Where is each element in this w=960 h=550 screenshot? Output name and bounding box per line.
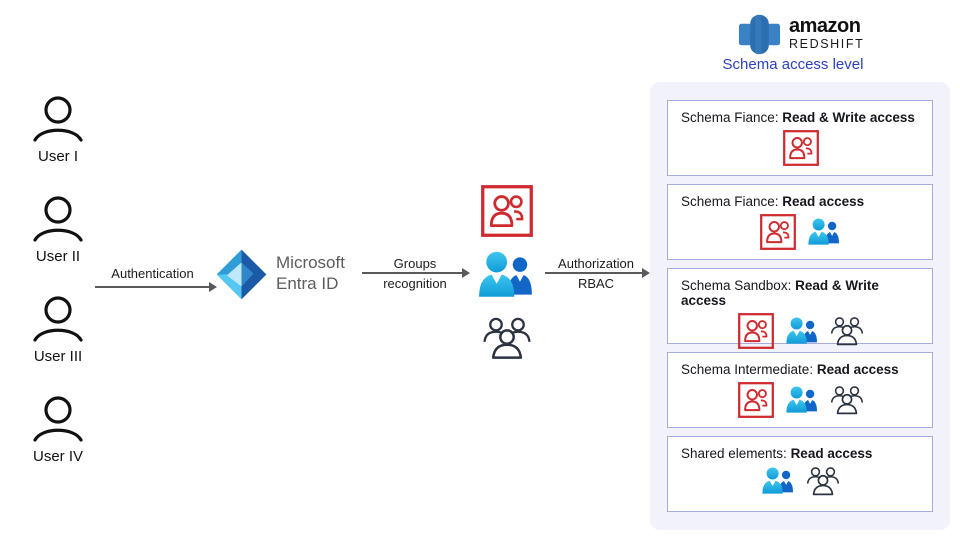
- schema-name: Schema Fiance:: [681, 110, 783, 125]
- access-box-icons: [681, 466, 920, 496]
- red-bounded-group-icon: [783, 130, 819, 166]
- access-box-text: Schema Intermediate: Read access: [681, 362, 920, 377]
- access-box-schema-intermediate-r: Schema Intermediate: Read access: [667, 352, 933, 428]
- access-box-shared-elements-r: Shared elements: Read access: [667, 436, 933, 512]
- access-level: Read & Write access: [681, 278, 883, 308]
- user-4-label: User IV: [32, 448, 83, 465]
- groups-label-top: Groups: [393, 256, 437, 271]
- access-box-text: Schema Fiance: Read access: [681, 194, 920, 209]
- entra-id-line2: Entra ID: [276, 274, 339, 293]
- red-bounded-group-icon: [760, 214, 796, 250]
- person-icon: [32, 393, 84, 445]
- user-1: User I: [18, 93, 98, 165]
- groups-recognition-arrow: [362, 268, 470, 278]
- schema-name: Schema Intermediate:: [681, 362, 817, 377]
- access-box-icons: [681, 214, 920, 250]
- access-box-text: Shared elements: Read access: [681, 446, 920, 461]
- blue-users-icon: [761, 466, 795, 496]
- authorization-arrow: [545, 268, 650, 278]
- user-3-label: User III: [33, 348, 83, 365]
- authentication-arrow: [95, 282, 217, 292]
- authorization-label-bottom: RBAC: [577, 276, 615, 291]
- outlined-group-icon: [830, 385, 864, 415]
- schema-access-level-title: Schema access level: [722, 56, 864, 73]
- user-2-label: User II: [35, 248, 81, 265]
- user-1-label: User I: [37, 148, 78, 165]
- amazon-brand-text: amazon: [789, 15, 861, 37]
- entra-id-label: Microsoft Entra ID: [276, 252, 345, 294]
- person-icon: [32, 193, 84, 245]
- blue-users-icon: [785, 316, 819, 346]
- access-level: Read access: [816, 362, 899, 377]
- amazon-redshift-wordmark: amazon REDSHIFT: [789, 16, 864, 52]
- red-bounded-group-icon: [481, 185, 533, 237]
- access-level: Read access: [782, 194, 865, 209]
- blue-users-icon: [807, 217, 841, 247]
- schema-name: Shared elements:: [681, 446, 791, 461]
- access-box-icons: [681, 382, 920, 418]
- user-2: User II: [18, 193, 98, 265]
- outlined-group-icon: [482, 316, 532, 360]
- access-box-schema-fiance-rw: Schema Fiance: Read & Write access: [667, 100, 933, 176]
- amazon-redshift-icon: [736, 11, 783, 58]
- user-4: User IV: [18, 393, 98, 465]
- person-icon: [32, 293, 84, 345]
- schema-name: Schema Fiance:: [681, 194, 783, 209]
- authentication-label: Authentication: [111, 266, 194, 281]
- access-box-text: Schema Sandbox: Read & Write access: [681, 278, 920, 308]
- entra-id-icon: [214, 247, 269, 302]
- access-box-icons: [681, 130, 920, 166]
- groups-label-bottom: recognition: [383, 276, 447, 291]
- red-bounded-group-icon: [738, 382, 774, 418]
- schema-name: Schema Sandbox:: [681, 278, 796, 293]
- blue-users-icon: [477, 249, 535, 301]
- outlined-group-icon: [806, 466, 840, 496]
- redshift-product-text: REDSHIFT: [789, 37, 865, 51]
- authorization-label-top: Authorization: [558, 256, 634, 271]
- user-3: User III: [18, 293, 98, 365]
- red-bounded-group-icon: [738, 313, 774, 349]
- person-icon: [32, 93, 84, 145]
- schema-access-panel: Schema Fiance: Read & Write access Schem…: [650, 82, 950, 530]
- access-box-icons: [681, 313, 920, 349]
- access-box-schema-sandbox-rw: Schema Sandbox: Read & Write access: [667, 268, 933, 344]
- blue-users-icon: [785, 385, 819, 415]
- outlined-group-icon: [830, 316, 864, 346]
- access-box-schema-fiance-r: Schema Fiance: Read access: [667, 184, 933, 260]
- entra-id-line1: Microsoft: [276, 253, 345, 272]
- access-box-text: Schema Fiance: Read & Write access: [681, 110, 920, 125]
- access-level: Read access: [790, 446, 873, 461]
- access-level: Read & Write access: [782, 110, 915, 125]
